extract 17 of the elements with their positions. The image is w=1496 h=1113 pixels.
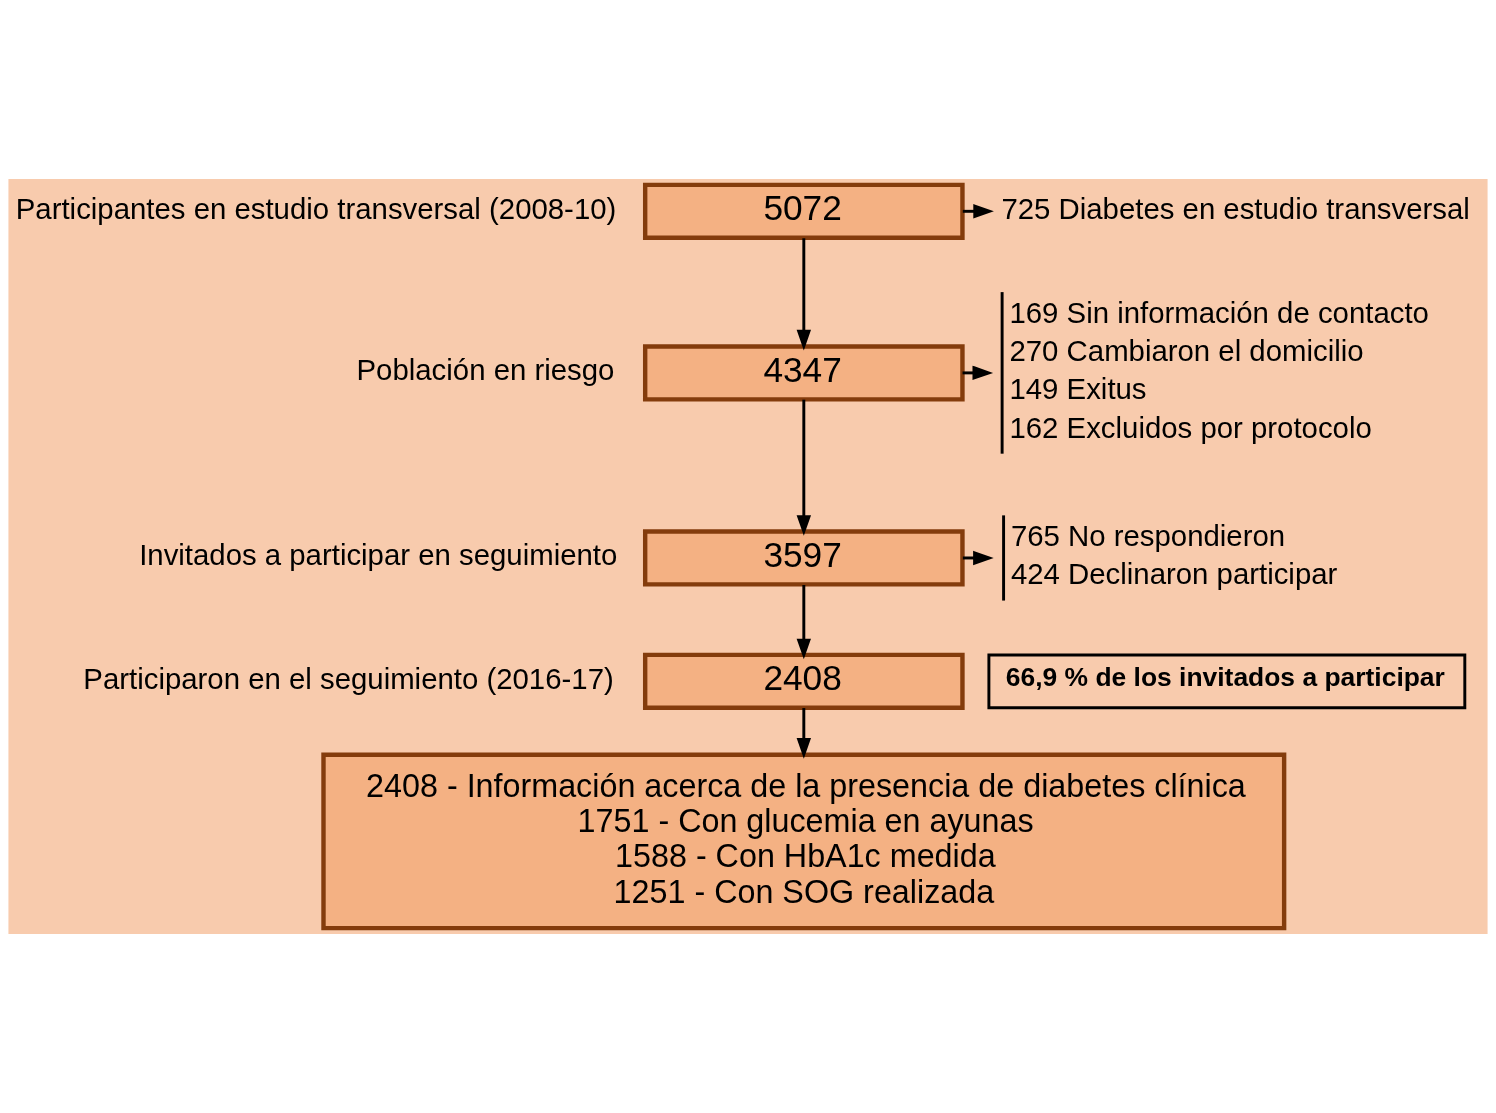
node-label: Población en riesgo: [356, 353, 615, 387]
node-label: Invitados a participar en seguimiento: [139, 538, 618, 572]
node-box: 66,9 % de los invitados a participar: [987, 653, 1467, 710]
node-label: Participaron en el seguimiento (2016-17): [83, 661, 614, 695]
arrow: [796, 399, 812, 536]
node-box: 4347: [642, 344, 965, 402]
node-text: 725 Diabetes en estudio transversal: [1001, 191, 1470, 225]
node-label: Participantes en estudio transversal (2008-10): [15, 191, 617, 225]
node-box: 2408: [642, 652, 965, 710]
node-box: 3597: [642, 529, 965, 587]
node-text: 169 Sin información de contacto 270 Cambiaron el domicilio 149 Exitus 162 Excluidos por protocolo: [1009, 295, 1429, 444]
arrow: [796, 708, 812, 759]
arrow: [796, 585, 812, 660]
node-text: 765 No respondieron 424 Declinaron participar: [1010, 519, 1338, 591]
arrow: [796, 238, 812, 351]
node-box: 2408 - Información acerca de la presencia de diabetes clínica 1751 - Con glucemia en ayunas 1588 - Con HbA1c medida 1251 - Con SOG realizada: [321, 752, 1287, 931]
node-box: 5072: [642, 182, 965, 240]
